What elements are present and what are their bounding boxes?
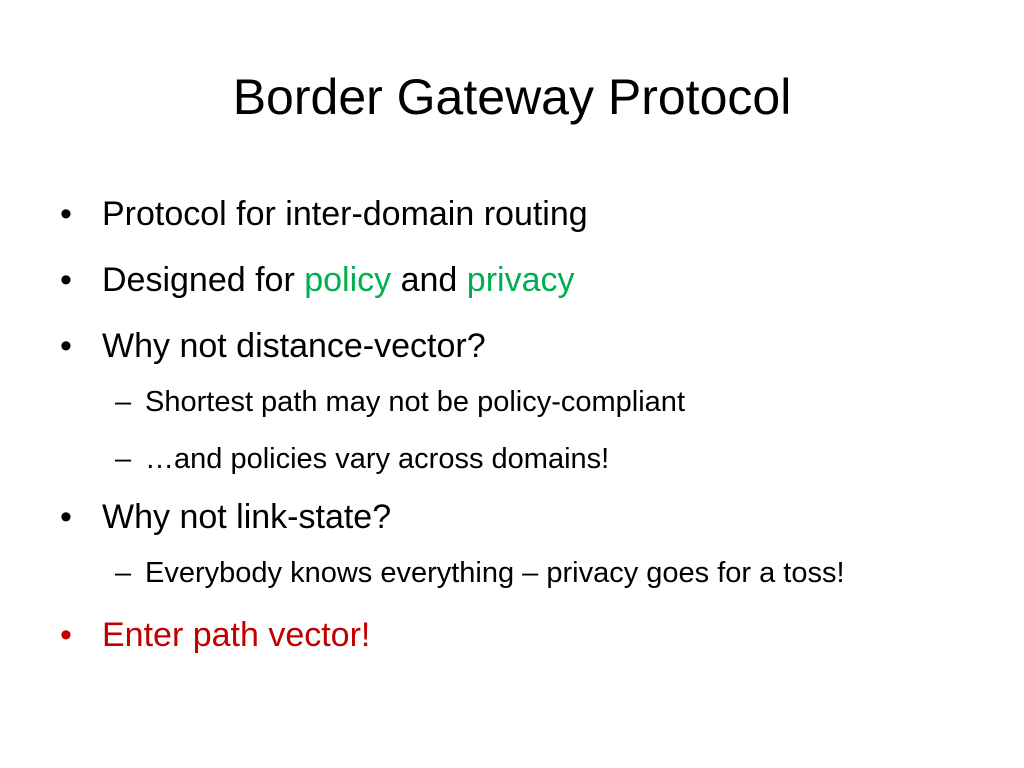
slide-title: Border Gateway Protocol bbox=[232, 69, 792, 125]
bullet-text: Protocol for inter-domain routing bbox=[102, 195, 588, 233]
sub-bullet-text: …and policies vary across domains! bbox=[145, 443, 610, 475]
bullet-text: Why not distance-vector? bbox=[102, 327, 486, 365]
highlight-policy: policy bbox=[304, 261, 392, 299]
sub-bullet-marker: – bbox=[115, 386, 132, 418]
bullet-marker: • bbox=[60, 498, 72, 536]
bullet-text: Why not link-state? bbox=[102, 498, 392, 536]
bullet-marker: • bbox=[60, 616, 72, 654]
sub-bullet-marker: – bbox=[115, 557, 132, 589]
sub-bullet-item: – …and policies vary across domains! bbox=[115, 439, 945, 479]
bullet-marker: • bbox=[60, 261, 72, 299]
sub-bullet-marker: – bbox=[115, 443, 132, 475]
bullet-text-emphasis: Enter path vector! bbox=[102, 616, 371, 654]
bullet-text: and bbox=[391, 261, 467, 299]
bullet-item: • Designed for policy and privacy bbox=[58, 254, 958, 306]
bullet-list: • Protocol for inter-domain routing • De… bbox=[58, 188, 958, 675]
bullet-item: • Protocol for inter-domain routing bbox=[58, 188, 958, 240]
sub-bullet-item: – Everybody knows everything – privacy g… bbox=[115, 553, 945, 593]
highlight-privacy: privacy bbox=[466, 261, 575, 299]
sub-bullet-item: – Shortest path may not be policy-compli… bbox=[115, 382, 945, 422]
bullet-marker: • bbox=[60, 195, 72, 233]
bullet-marker: • bbox=[60, 327, 72, 365]
bullet-item: • Enter path vector! bbox=[58, 609, 958, 661]
sub-bullet-text: Shortest path may not be policy-complian… bbox=[145, 386, 685, 418]
sub-bullet-text: Everybody knows everything – privacy goe… bbox=[145, 557, 845, 589]
bullet-text: Designed for bbox=[102, 261, 305, 299]
bullet-item: • Why not distance-vector? bbox=[58, 320, 958, 372]
bullet-item: • Why not link-state? bbox=[58, 491, 958, 543]
